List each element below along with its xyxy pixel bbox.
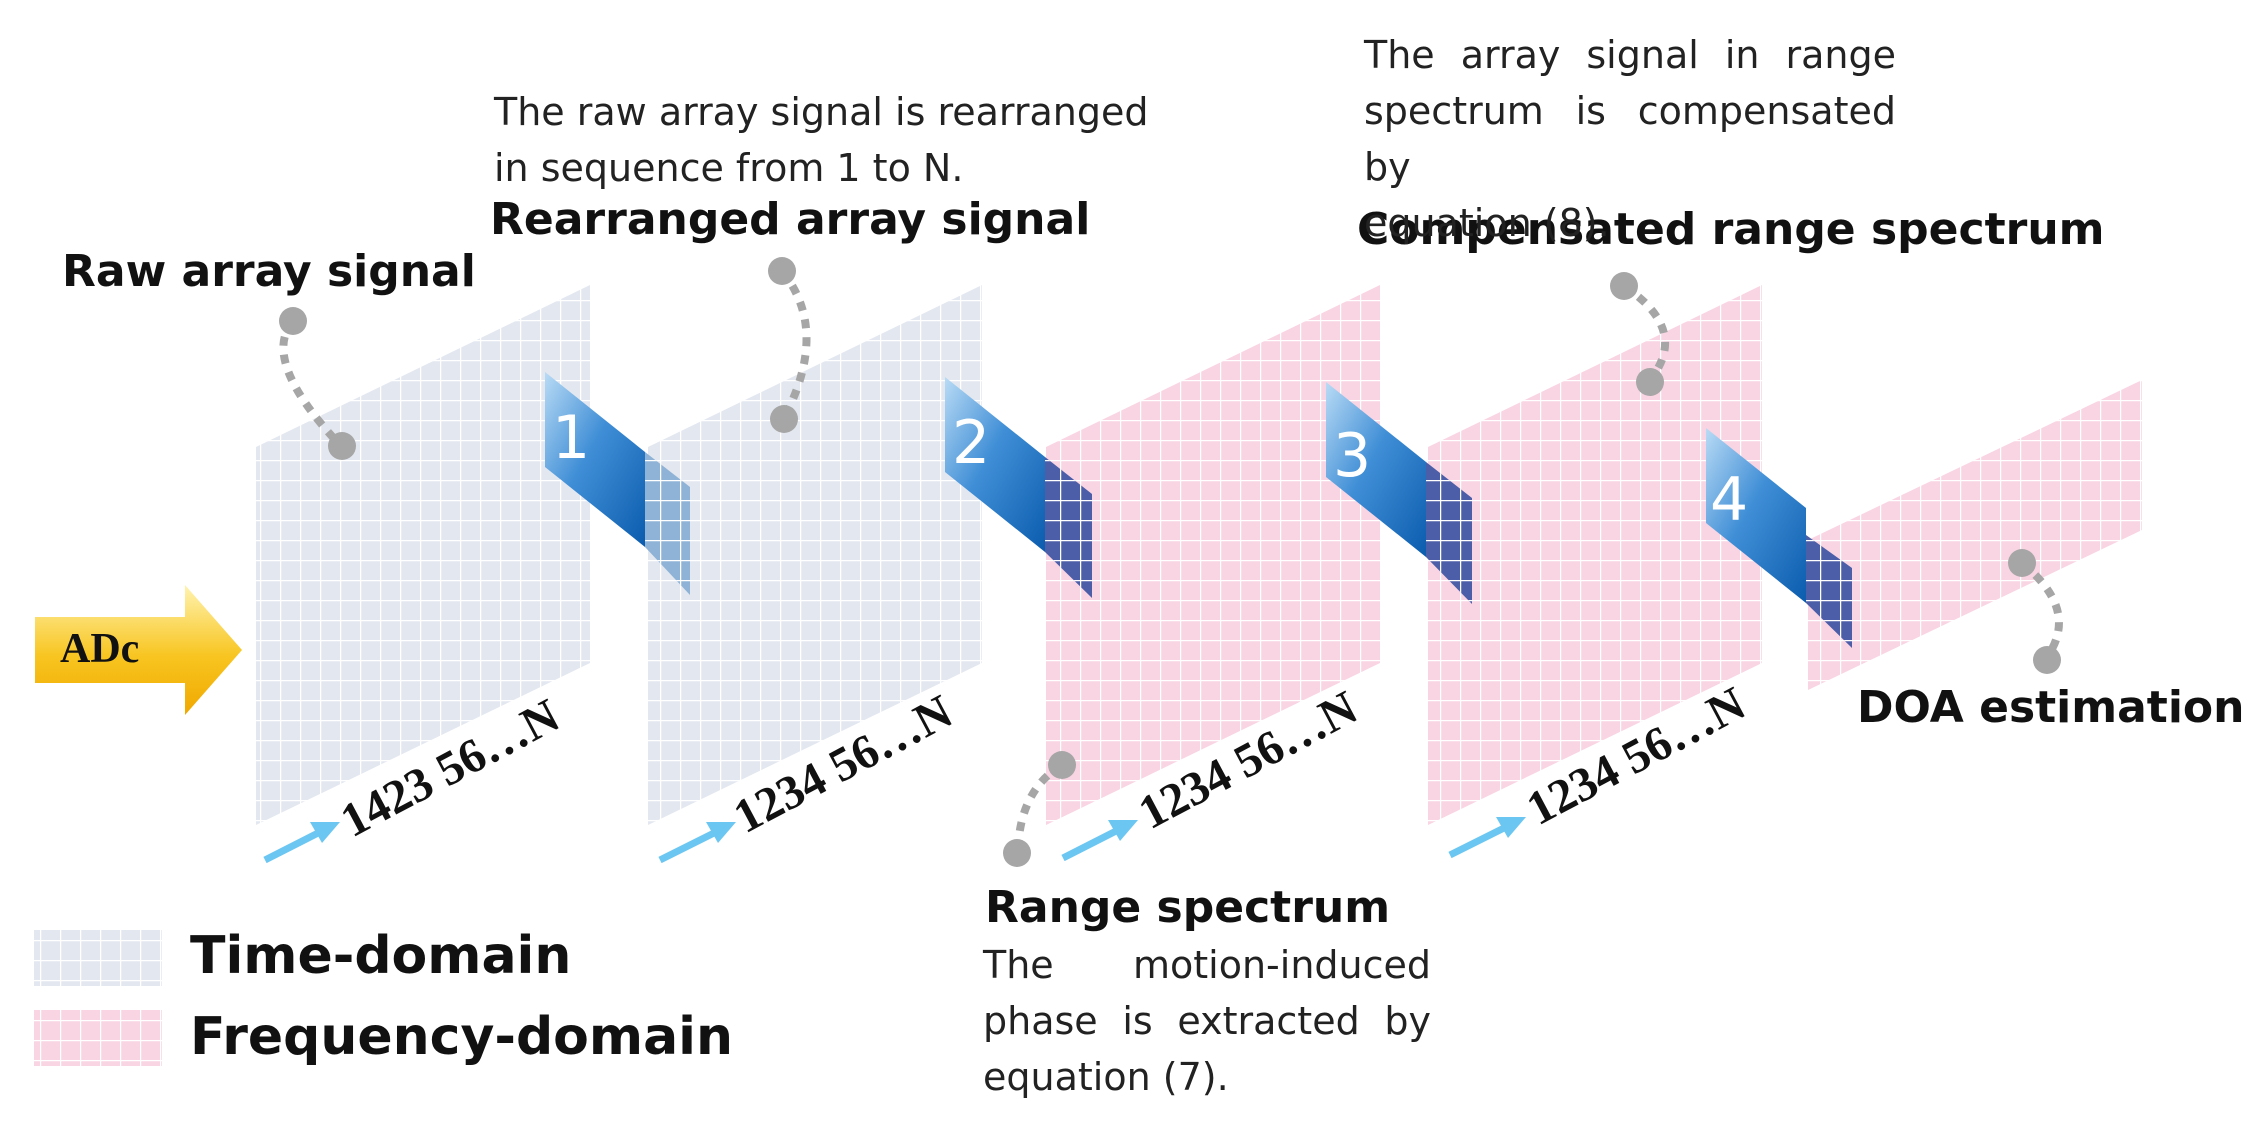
panel-range-spectrum xyxy=(1046,285,1380,825)
note-compensate-line-2: spectrum is compensated by xyxy=(1364,89,1896,189)
step-1-label: 1 xyxy=(552,403,590,473)
note-extract-line-1: The motion-induced xyxy=(983,943,1431,987)
legend-swatches xyxy=(34,930,162,1066)
direction-arrow-3 xyxy=(1061,820,1138,862)
panel-raw-array-signal xyxy=(256,285,590,825)
direction-arrow-2 xyxy=(658,822,736,864)
label-range-spectrum: Range spectrum xyxy=(985,882,1391,933)
connector-range-spectrum xyxy=(1003,751,1076,867)
note-compensate: The array signal in range spectrum is co… xyxy=(1364,27,1896,251)
panel-compensated-range-spectrum xyxy=(1428,285,1762,825)
note-extract-line-3: equation (7). xyxy=(983,1055,1229,1099)
direction-arrows xyxy=(263,817,1526,864)
legend-swatch-frequency xyxy=(34,1010,162,1066)
panel-doa-estimation xyxy=(1808,380,2142,690)
connector-rearranged-array-signal xyxy=(768,257,811,433)
note-compensate-line-3: equation (8). xyxy=(1364,201,1610,245)
direction-arrow-1 xyxy=(263,822,340,864)
legend-label-time: Time-domain xyxy=(190,926,572,986)
connector-compensated-range-spectrum xyxy=(1610,272,1669,396)
note-extract: The motion-induced phase is extracted by… xyxy=(983,937,1431,1105)
step-3-arrow: 3 xyxy=(1326,382,1472,604)
connector-doa-estimation xyxy=(2008,549,2063,674)
step-1-arrow: 1 xyxy=(545,372,690,595)
legend-swatch-time xyxy=(34,930,162,986)
step-4-arrow: 4 xyxy=(1706,428,1852,648)
step-3-label: 3 xyxy=(1333,421,1371,491)
step-4-label: 4 xyxy=(1710,465,1748,535)
adc-arrow: ADc xyxy=(35,585,242,715)
label-compensated-range-spectrum: Compensated range spectrum xyxy=(1357,204,2105,255)
note-compensate-line-1: The array signal in range xyxy=(1364,33,1896,77)
step-2-arrow: 2 xyxy=(945,377,1092,598)
label-rearranged-array-signal: Rearranged array signal xyxy=(490,194,1091,245)
note-rearrange-line-2: in sequence from 1 to N. xyxy=(494,146,964,190)
label-raw-array-signal: Raw array signal xyxy=(62,246,476,297)
note-rearrange-line-1: The raw array signal is rearranged xyxy=(494,90,1149,134)
panel-rearranged-array-signal xyxy=(648,285,982,825)
connector-raw-array-signal xyxy=(279,307,356,460)
adc-label: ADc xyxy=(60,626,139,672)
note-extract-line-2: phase is extracted by xyxy=(983,999,1431,1043)
direction-arrow-4 xyxy=(1448,817,1526,859)
note-rearrange: The raw array signal is rearranged in se… xyxy=(494,84,1214,196)
step-2-label: 2 xyxy=(952,408,990,478)
label-doa-estimation: DOA estimation xyxy=(1857,682,2245,733)
legend-label-frequency: Frequency-domain xyxy=(190,1007,734,1067)
connectors xyxy=(279,257,2063,867)
